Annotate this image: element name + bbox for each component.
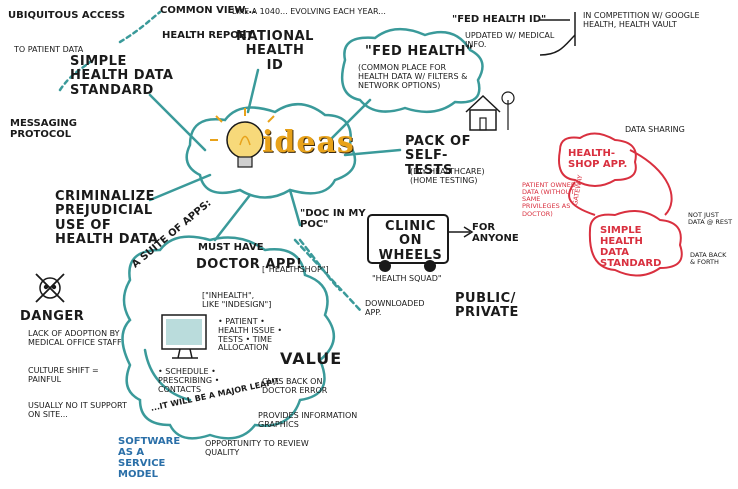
simple-standard-red-label: SIMPLE HEALTH DATA STANDARD <box>600 225 662 269</box>
data-sharing-label: DATA SHARING <box>625 125 685 134</box>
for-anyone-label: FOR ANYONE <box>472 222 519 244</box>
ideas-title: ideas <box>262 125 355 160</box>
criminalize-label: CRIMINALIZE PREJUDICIAL USE OF HEALTH DA… <box>55 189 159 247</box>
light-bulb-icon <box>210 108 275 168</box>
like-1040-label: LIKE A 1040... EVOLVING EACH YEAR... <box>232 7 386 16</box>
public-private-label: PUBLIC/ PRIVATE <box>455 291 519 321</box>
schedule-list: • SCHEDULE • PRESCRIBING • CONTACTS <box>158 367 220 394</box>
lack-adoption-label: LACK OF ADOPTION BY MEDICAL OFFICE STAFF <box>28 329 122 347</box>
red-arrow-line <box>629 149 673 216</box>
usually-no-it-label: USUALLY NO IT SUPPORT ON SITE... <box>28 401 127 419</box>
branch-line <box>288 188 302 227</box>
house-icon <box>465 91 515 131</box>
dashed-line <box>58 60 92 92</box>
branch-line <box>328 98 372 142</box>
van-icon <box>367 214 474 272</box>
fed-health-id-label: "FED HEALTH ID" <box>452 14 547 25</box>
simple-standard-label: SIMPLE HEALTH DATA STANDARD <box>70 54 174 98</box>
opportunity-label: OPPORTUNITY TO REVIEW QUALITY <box>205 439 309 457</box>
skull-icon <box>35 273 65 303</box>
pack-self-tests-label: PACK OF SELF-TESTS <box>405 134 471 178</box>
to-patient-data-label: TO PATIENT DATA <box>14 45 84 54</box>
clinic-on-wheels-label: CLINIC ON WHEELS <box>378 219 443 263</box>
fed-health-label: "FED HEALTH" <box>365 44 474 59</box>
health-squad-label: "HEALTH SQUAD" <box>372 274 442 283</box>
branch-line <box>148 93 207 152</box>
patient-issue-list: • PATIENT • HEALTH ISSUE • TESTS • TIME … <box>218 317 283 353</box>
updated-medical-label: UPDATED W/ MEDICAL INFO. <box>465 31 555 49</box>
fed-health-cloud <box>340 28 484 114</box>
monitor-icon <box>161 314 207 359</box>
curve-line <box>143 348 192 402</box>
cuts-back-label: CUTS BACK ON DOCTOR ERROR <box>262 377 328 395</box>
suite-cloud <box>121 235 335 440</box>
value-label: VALUE <box>280 349 343 368</box>
national-health-id-label: NATIONAL HEALTH ID <box>236 29 314 73</box>
standard-red-cloud <box>588 210 683 277</box>
software-service-label: SOFTWARE AS A SERVICE MODEL <box>118 436 181 480</box>
patient-owned-label: PATIENT OWNED DATA (WITHOUT SAME PRIVILE… <box>522 181 576 218</box>
fed-health-sub-label: (COMMON PLACE FOR HEALTH DATA W/ FILTERS… <box>358 63 468 90</box>
health-shop-red-cloud <box>558 132 637 187</box>
doctor-app-label: DOCTOR APP! <box>196 257 303 272</box>
not-just-rest-label: NOT JUST DATA @ REST <box>688 211 733 227</box>
dashed-line <box>118 10 162 44</box>
inhealth-label: ["INHEALTH", LIKE "INDESIGN"] <box>202 291 272 309</box>
messaging-protocol-label: MESSAGING PROTOCOL <box>10 118 77 140</box>
diy-healthcare-label: (DIY HEALTHCARE) (HOME TESTING) <box>410 167 485 185</box>
data-back-forth-label: DATA BACK & FORTH <box>690 251 727 267</box>
arrow-line <box>539 34 576 56</box>
competition-label: IN COMPETITION W/ GOOGLE HEALTH, HEALTH … <box>583 11 700 29</box>
branch-line <box>246 68 260 114</box>
must-have-label: MUST HAVE <box>198 242 264 253</box>
health-report-label: HEALTH REPORT <box>162 30 253 41</box>
ubiquitous-access-label: UBIQUITOUS ACCESS <box>8 10 126 21</box>
dashed-line <box>293 238 362 312</box>
health-shop-app-label: HEALTH- SHOP APP. <box>568 148 628 170</box>
information-graphics-label: PROVIDES INFORMATION GRAPHICS <box>258 411 358 429</box>
culture-shift-label: CULTURE SHIFT = PAINFUL <box>28 366 99 384</box>
downloaded-app-label: DOWNLOADED APP. <box>365 299 425 317</box>
healthshop-label: ["HEALTHSHOP"] <box>262 265 329 274</box>
common-view-label: COMMON VIEW... <box>160 5 256 16</box>
danger-label: DANGER <box>20 309 85 324</box>
red-arrow-line <box>568 181 596 216</box>
doc-in-my-poc-label: "DOC IN MY POC" <box>300 208 366 230</box>
branch-line <box>213 193 252 242</box>
